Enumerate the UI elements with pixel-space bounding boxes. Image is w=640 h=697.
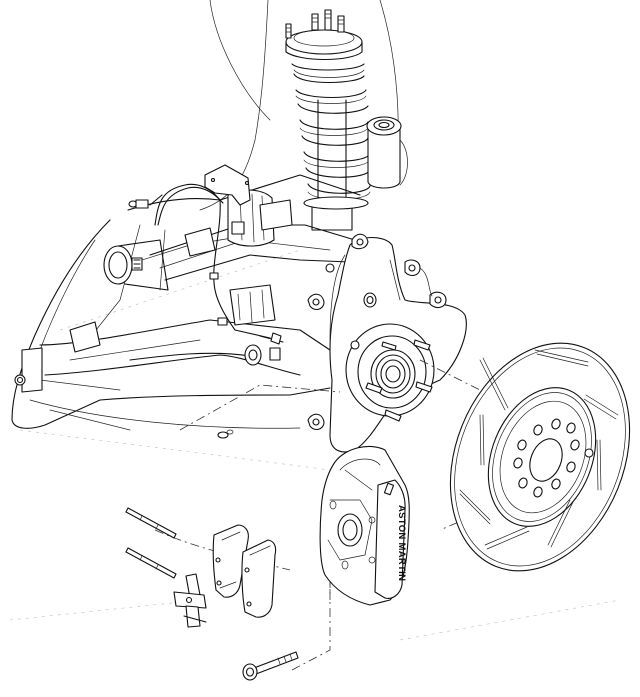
coil-spring [291, 63, 371, 200]
suspension-bush [366, 116, 408, 189]
disc-slots [459, 349, 619, 550]
slotted-brake-disc [449, 342, 631, 572]
anti-rattle-spring-clip [173, 573, 207, 628]
pad-retaining-pins [125, 507, 177, 579]
upper-wishbone [103, 189, 356, 291]
caliper-brand-text: ASTON MARTIN [396, 505, 407, 581]
top-mount-studs [285, 9, 345, 39]
abs-sensor-harness [135, 164, 284, 345]
brake-pads [212, 524, 277, 618]
brake-caliper: ASTON MARTIN [319, 445, 410, 606]
subframe [11, 174, 361, 439]
lower-wishbone [14, 284, 331, 393]
wheel-hub [345, 323, 435, 422]
wheel-studs [365, 339, 433, 422]
background-body-outline [9, 0, 621, 641]
caliper-mounting-bolt [242, 651, 299, 681]
coil-over-shock-absorber [285, 9, 371, 231]
disc-bolt-holes [513, 418, 580, 498]
